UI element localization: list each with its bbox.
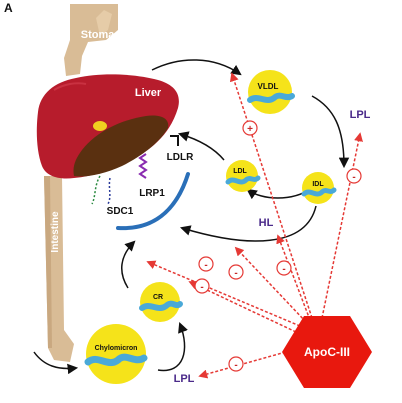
lrp1-label: LRP1 xyxy=(139,188,165,199)
sdc1-label: SDC1 xyxy=(107,206,134,217)
arrow-apoc3-to-hl xyxy=(276,234,311,321)
effect-minus-label-6: - xyxy=(234,360,237,371)
effect-badge-minus-hl: - xyxy=(276,260,292,276)
arrow-cr-to-receptor xyxy=(121,240,136,289)
arrow-chylomicron-to-cr xyxy=(157,322,188,372)
arrow-ldl-to-liver xyxy=(177,131,225,161)
apoc3-label: ApoC-III xyxy=(304,345,350,359)
sdc1-receptor xyxy=(91,175,111,205)
effect-minus-label-1: - xyxy=(352,172,355,183)
apoc3-hexagon xyxy=(282,316,372,388)
effect-badge-minus-lpl-lower: - xyxy=(228,356,244,372)
vldl-particle xyxy=(247,70,295,114)
arrow-apoc3-to-idl-uptake xyxy=(234,246,307,323)
arrow-apoc3-to-lpl-upper xyxy=(321,132,363,319)
lpl-upper-label: LPL xyxy=(350,109,371,121)
cr-particle xyxy=(139,282,183,322)
effect-minus-label-2: - xyxy=(282,264,285,275)
arrow-intestine-to-chylomicron xyxy=(33,351,79,375)
intestine-label: Intestine xyxy=(50,211,61,253)
hl-label: HL xyxy=(259,217,274,229)
lrp1-receptor xyxy=(138,153,148,179)
effect-plus-label: + xyxy=(247,124,253,135)
effect-badge-minus-receptor: - xyxy=(198,256,214,272)
idl-particle xyxy=(301,172,337,204)
effect-badges: + - - - - - - xyxy=(194,120,362,372)
receptor-arc xyxy=(116,172,190,231)
effect-minus-label-4: - xyxy=(204,260,207,271)
intestine-organ xyxy=(44,176,74,362)
chylomicron-particle xyxy=(84,324,148,384)
ldlr-receptor-marker xyxy=(170,135,179,146)
arrow-idl-to-receptor xyxy=(179,205,317,242)
stomach-organ xyxy=(64,4,118,76)
arrow-vldl-to-idl xyxy=(311,95,350,169)
ldl-particle xyxy=(225,160,261,192)
effect-badge-minus-idl: - xyxy=(228,264,244,280)
ldlr-label: LDLR xyxy=(167,152,194,163)
cr-label: CR xyxy=(153,294,163,301)
effect-minus-label-5: - xyxy=(200,282,203,293)
effect-minus-label-3: - xyxy=(234,268,237,279)
effect-badge-minus-lpl-upper: - xyxy=(346,168,362,184)
liver-organ xyxy=(36,74,179,179)
liver-label: Liver xyxy=(135,87,162,99)
arrow-apoc3-to-vldl-production xyxy=(229,72,313,319)
arrow-apoc3-to-receptor-uptake xyxy=(146,260,301,327)
panel-label: A xyxy=(4,1,13,15)
lpl-lower-label: LPL xyxy=(174,373,195,385)
arrow-liver-to-vldl xyxy=(151,59,242,76)
stomach-label: Stomach xyxy=(81,29,128,41)
chylomicron-label: Chylomicron xyxy=(95,345,138,352)
vldl-label: VLDL xyxy=(258,82,279,91)
idl-label: IDL xyxy=(312,181,324,188)
ldl-label: LDL xyxy=(233,168,247,175)
effect-badge-plus: + xyxy=(242,120,258,136)
effect-badge-minus-cr: - xyxy=(194,278,210,294)
pathway-arrows xyxy=(33,59,350,375)
